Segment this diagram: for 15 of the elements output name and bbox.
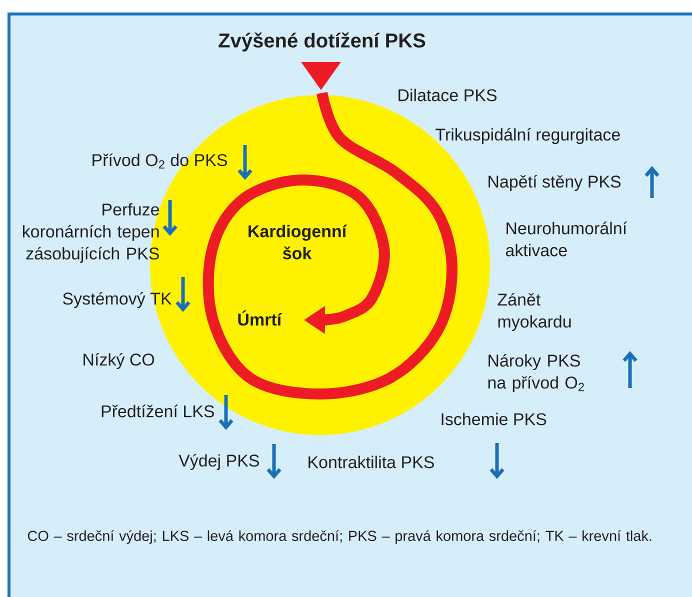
factor-label: Ischemie PKS (442, 412, 546, 426)
factor-label: Kontraktilita PKS (308, 456, 434, 468)
title: Zvýšené dotížení PKS (218, 32, 426, 52)
factor-label: Zánět myokardu (498, 292, 571, 332)
factor-label: Neurohumorální aktivace (506, 222, 627, 256)
factor-label: Trikuspidální regurgitace (436, 128, 620, 144)
factor-label: Předtížení LKS (102, 404, 214, 418)
center-label: Kardiogenní šok (248, 224, 348, 260)
factor-label: Napětí stěny PKS (488, 174, 621, 192)
factor-label: Nároky PKS na přívod O$_{2}$ (488, 354, 584, 392)
factor-label: Dilatace PKS (398, 88, 497, 102)
factor-label: Výdej PKS (178, 454, 259, 470)
factor-label: Nízký CO (84, 352, 154, 370)
center-label: Úmrtí (238, 310, 282, 326)
caption: CO – srdeční výdej; LKS – levá komora srdeční; PKS – pravá komora srdeční; TK – krevní tlak. (28, 530, 652, 544)
